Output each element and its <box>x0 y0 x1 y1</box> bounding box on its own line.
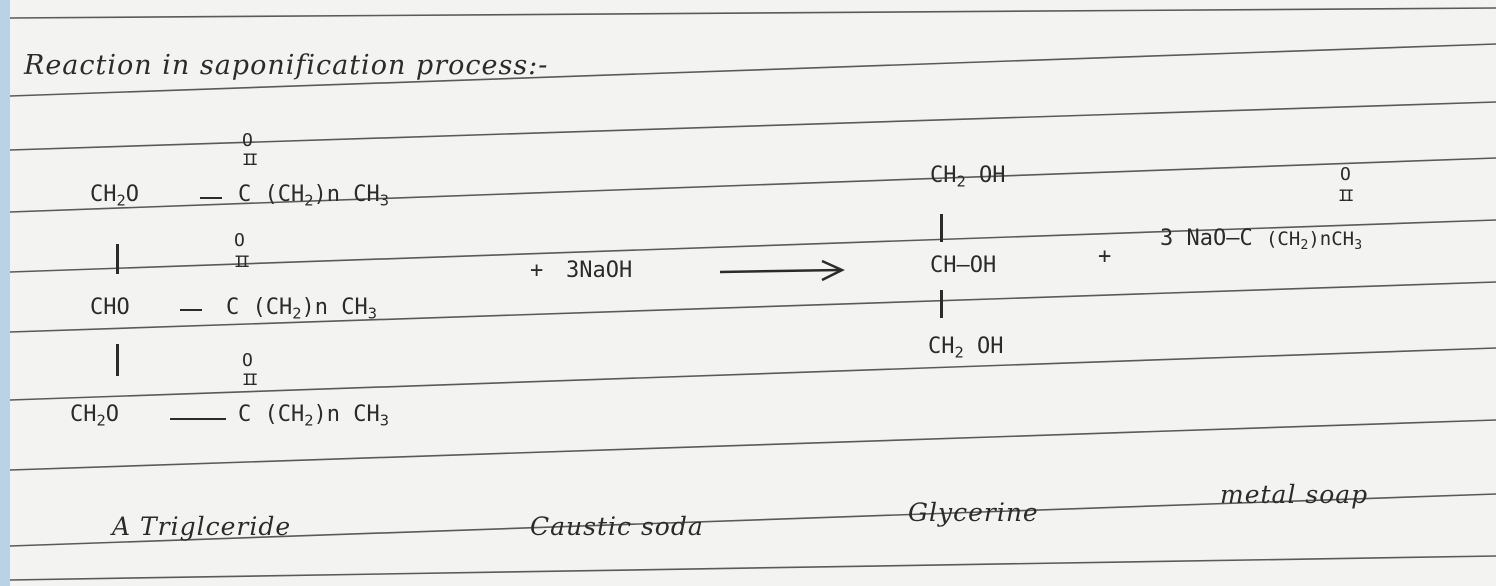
glycerine-top: CH2 OH <box>930 163 1006 191</box>
label-caustic-soda: Caustic soda <box>530 512 704 541</box>
rule-line <box>10 7 1496 19</box>
label-metal-soap: metal soap <box>1220 480 1369 509</box>
double-bond-soap: II <box>1338 186 1354 205</box>
rule-line <box>10 555 1496 581</box>
notebook-page: Reaction in saponification process:- O I… <box>10 0 1496 586</box>
double-bond-1: II <box>242 150 258 169</box>
soap-formula: 3 NaO—C (CH2)nCH3 <box>1160 226 1363 253</box>
backbone-bond-1 <box>116 244 119 274</box>
rule-line <box>10 157 1496 213</box>
glycerine-middle: CH—OH <box>930 253 997 278</box>
bond-dash-2 <box>180 309 202 311</box>
page-title: Reaction in saponification process:- <box>24 50 549 81</box>
oxygen-atom-soap: O <box>1340 164 1351 185</box>
double-bond-2: II <box>234 252 250 271</box>
rule-line <box>10 281 1496 333</box>
rule-line <box>10 219 1496 273</box>
reactant-row-3-acyl: C (CH2)n CH3 <box>238 402 390 430</box>
ruled-lines <box>10 7 1496 581</box>
glycerine-bottom: CH2 OH <box>928 334 1004 362</box>
backbone-bond-2 <box>116 344 119 376</box>
label-triglyceride: A Triglceride <box>112 512 292 541</box>
bond-dash-1 <box>200 197 222 199</box>
reactant-row-3: CH2O <box>70 402 120 430</box>
double-bond-3: II <box>242 370 258 389</box>
rule-line <box>10 419 1496 471</box>
oxygen-atom-1: O <box>242 130 253 151</box>
oxygen-atom-3: O <box>242 350 253 371</box>
plus-sign-2: + <box>1098 244 1112 269</box>
oxygen-atom-2: O <box>234 230 245 251</box>
label-glycerine: Glycerine <box>908 498 1039 527</box>
reactant-row-2-acyl: C (CH2)n CH3 <box>226 295 378 323</box>
plus-sign-1: + <box>530 258 544 283</box>
rule-line <box>10 493 1496 547</box>
reagent-naoh: 3NaOH <box>566 258 633 283</box>
glycerine-bond-1 <box>940 214 943 242</box>
rule-line <box>10 43 1496 97</box>
glycerine-bond-2 <box>940 290 943 318</box>
reactant-row-1: CH2O <box>90 182 140 210</box>
rule-line <box>10 101 1496 151</box>
rule-line <box>10 347 1496 401</box>
reactant-row-1-acyl: C (CH2)n CH3 <box>238 182 390 210</box>
bond-dash-3 <box>170 418 226 420</box>
reaction-arrow <box>719 259 845 282</box>
reactant-row-2: CHO <box>90 295 130 320</box>
